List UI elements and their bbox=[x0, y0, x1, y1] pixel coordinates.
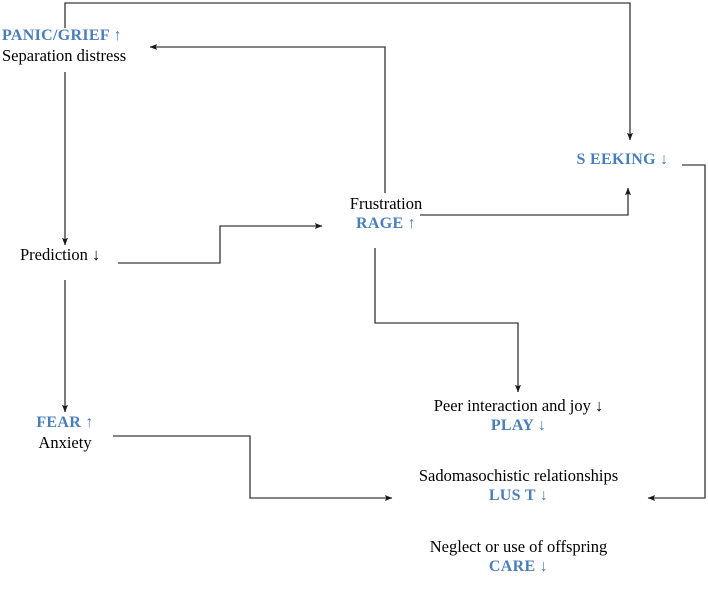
node-fear: FEAR ↑ Anxiety bbox=[10, 413, 120, 453]
node-seeking: S EEKING ↓ bbox=[560, 150, 685, 170]
node-rage-description: Frustration bbox=[349, 194, 423, 213]
edge-fear-to-lust bbox=[113, 435, 393, 501]
node-rage: Frustration RAGE ↑ bbox=[306, 194, 466, 234]
node-play-description: Peer interaction and joy ↓ bbox=[433, 396, 604, 415]
node-panic-grief-emotion: PANIC/GRIEF ↑ bbox=[2, 27, 122, 44]
node-care-description: Neglect or use of offspring bbox=[429, 537, 608, 556]
node-fear-emotion: FEAR ↑ bbox=[36, 414, 94, 431]
node-play-emotion: PLAY ↓ bbox=[490, 417, 547, 435]
node-lust: Sadomasochistic relationships LUS T ↓ bbox=[396, 466, 641, 506]
node-panic-grief: PANIC/GRIEF ↑ Separation distress bbox=[2, 26, 126, 66]
node-prediction-description: Prediction ↓ bbox=[20, 245, 101, 264]
node-rage-emotion: RAGE ↑ bbox=[355, 215, 417, 233]
edge-rage-to-panic bbox=[149, 44, 386, 193]
edge-panic-to-seeking bbox=[64, 2, 634, 141]
node-panic-grief-description: Separation distress bbox=[2, 45, 127, 65]
node-lust-description: Sadomasochistic relationships bbox=[418, 466, 619, 485]
edge-seeking-to-lust bbox=[647, 164, 706, 502]
edge-prediction-to-rage bbox=[118, 222, 323, 264]
node-care-emotion: CARE ↓ bbox=[488, 558, 549, 576]
node-care: Neglect or use of offspring CARE ↓ bbox=[396, 537, 641, 577]
node-fear-description: Anxiety bbox=[38, 432, 92, 452]
node-seeking-emotion: S EEKING ↓ bbox=[576, 151, 669, 168]
edge-rage-to-seeking bbox=[420, 187, 631, 216]
node-prediction: Prediction ↓ bbox=[20, 245, 100, 265]
edge-rage-to-play bbox=[374, 248, 522, 393]
node-lust-emotion: LUS T ↓ bbox=[488, 487, 549, 505]
node-play: Peer interaction and joy ↓ PLAY ↓ bbox=[396, 396, 641, 436]
